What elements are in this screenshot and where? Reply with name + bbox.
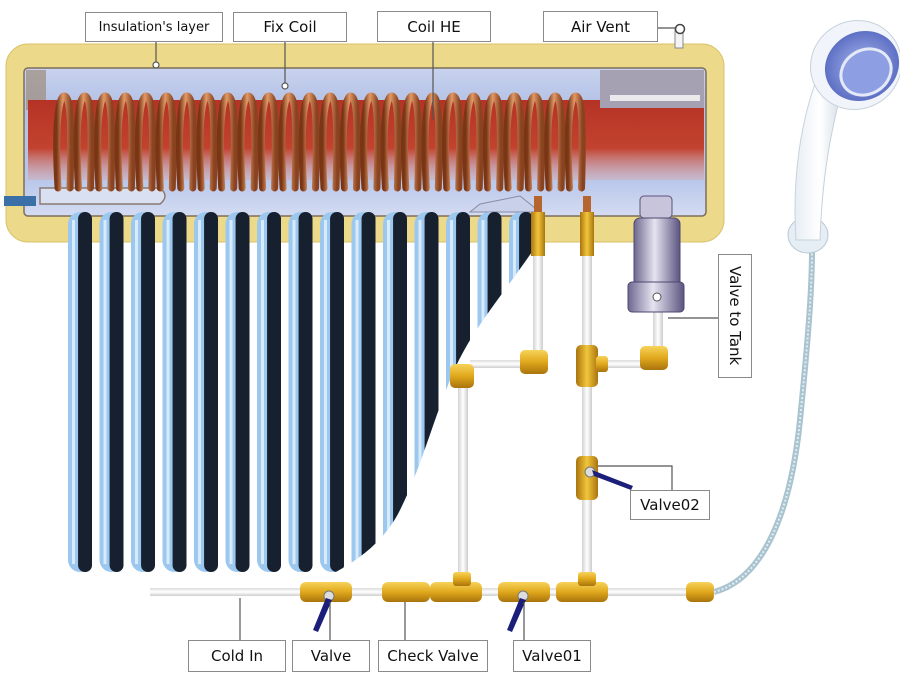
manifold-inlet-pipe: [4, 196, 36, 206]
coil-turn: [135, 92, 157, 192]
coil-turn: [564, 92, 586, 192]
coil-turn: [339, 92, 361, 192]
vacuum-tube: [131, 212, 155, 572]
coil-turn: [175, 92, 197, 192]
label-coil-he: Coil HE: [377, 11, 491, 42]
coil-turn: [216, 92, 238, 192]
label-valve: Valve: [292, 640, 370, 672]
coil-outlet-copper: [534, 196, 542, 216]
heat-exchanger-coil: [53, 92, 586, 192]
coil-turn: [462, 92, 484, 192]
label-fix-coil: Fix Coil: [233, 12, 347, 42]
air-vent-fitting: [674, 23, 686, 49]
vacuum-tube: [351, 212, 376, 572]
coil-turn: [94, 92, 116, 192]
brass-fittings: [300, 345, 714, 602]
valve-handles: [313, 466, 633, 632]
coil-turn: [155, 92, 177, 192]
vacuum-tube: [194, 212, 218, 572]
vacuum-tube: [162, 212, 187, 572]
vacuum-tube: [320, 212, 344, 572]
label-insulation-layer: Insulation's layer: [85, 12, 223, 42]
coil-turn: [196, 92, 218, 192]
vacuum-tube: [383, 212, 407, 572]
vacuum-tube: [99, 212, 124, 572]
coil-turn: [319, 92, 341, 192]
label-valve02: Valve02: [630, 490, 710, 520]
coil-turn: [237, 92, 259, 192]
vacuum-tube: [477, 212, 502, 572]
coil-turn: [298, 92, 320, 192]
tank-end-highlight: [610, 95, 700, 101]
brass-connector-2: [580, 212, 594, 256]
coil-turn: [503, 92, 525, 192]
label-check-valve: Check Valve: [378, 640, 488, 672]
leader-lines: [152, 27, 718, 640]
shower-head: [787, 19, 900, 254]
coil-turn: [53, 92, 75, 192]
coil-turn: [421, 92, 443, 192]
coil-turn: [257, 92, 279, 192]
tank-end-cap-right: [600, 70, 704, 108]
coil-turn: [441, 92, 463, 192]
coil-turn: [360, 92, 382, 192]
coil-turn: [482, 92, 504, 192]
vacuum-tube: [288, 212, 313, 572]
coil-turn: [114, 92, 136, 192]
coil-turn: [544, 92, 566, 192]
coil-turn: [73, 92, 95, 192]
label-valve01: Valve01: [513, 640, 591, 672]
coil-turn: [401, 92, 423, 192]
label-air-vent: Air Vent: [543, 11, 658, 42]
vacuum-tube: [257, 212, 281, 572]
vacuum-tube: [414, 212, 439, 572]
vacuum-tube: [68, 212, 92, 572]
label-valve-to-tank: Valve to Tank: [718, 254, 752, 378]
coil-inlet-copper: [583, 196, 591, 216]
vacuum-tube: [225, 212, 250, 572]
coil-turn: [523, 92, 545, 192]
coil-turn: [380, 92, 402, 192]
label-cold-in: Cold In: [188, 640, 286, 672]
valve-to-tank-body: [627, 195, 685, 313]
coil-turn: [278, 92, 300, 192]
shower-hose-texture: [713, 249, 813, 593]
vacuum-tube: [509, 212, 533, 572]
brass-connector-1: [531, 212, 545, 256]
